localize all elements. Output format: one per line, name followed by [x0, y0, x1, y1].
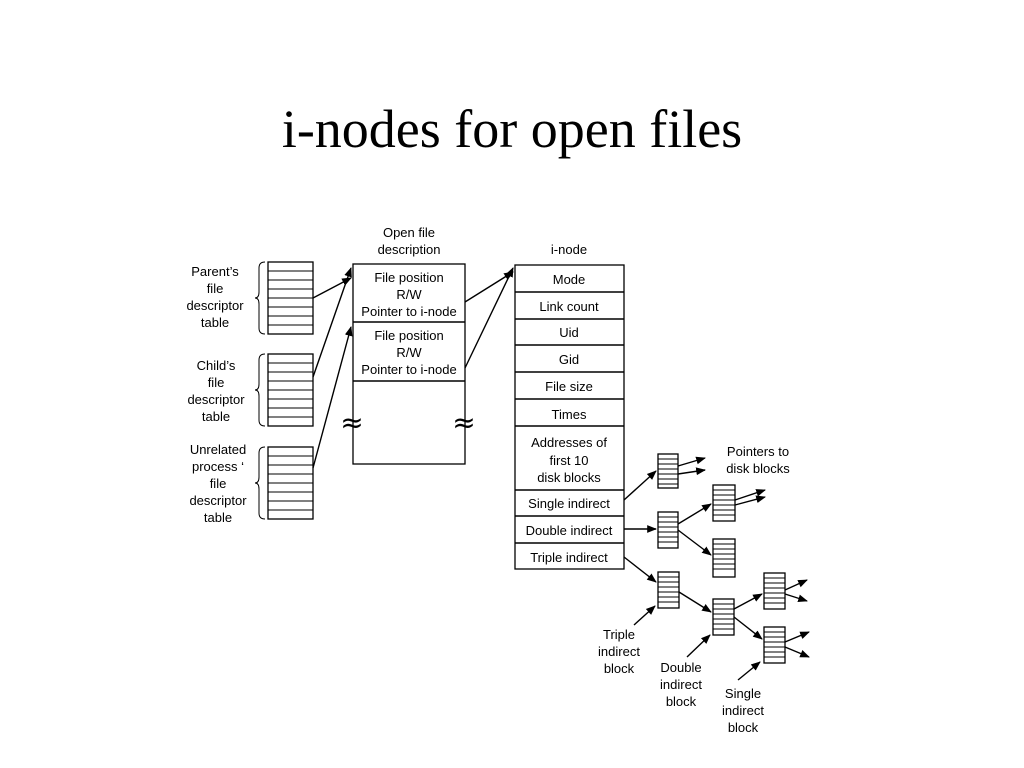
- inode-box: [514, 264, 625, 570]
- child-fd-label-line-4: table: [202, 409, 230, 424]
- double-indirect-block-2: [712, 598, 735, 636]
- triple-indirect-arrow: [623, 556, 657, 583]
- unrelated-fd-label-line-5: table: [204, 510, 232, 525]
- child-fd-label-line-3: descriptor: [187, 392, 245, 407]
- inode-field-times: Times: [552, 407, 587, 422]
- single-indirect-block-3: [712, 538, 736, 578]
- open-file-table-box: [352, 263, 466, 465]
- double-block-label-line-3: block: [666, 694, 697, 709]
- double-to-single-arrow-2: [677, 529, 712, 556]
- entry-2-pointer: Pointer to i-node: [361, 362, 456, 377]
- slide-title: i-nodes for open files: [281, 99, 743, 159]
- pointer-arrow-2: [677, 467, 706, 476]
- inode-field-uid: Uid: [559, 325, 579, 340]
- approx-symbol-left: ≈: [340, 406, 363, 439]
- double-indirect-block: [657, 511, 679, 549]
- single-indirect-block-top: [657, 453, 679, 489]
- inode-heading: i-node: [551, 242, 587, 257]
- inode-field-mode: Mode: [553, 272, 586, 287]
- pointer-arrow-7: [784, 631, 810, 643]
- open-file-heading-line-1: Open file: [383, 225, 435, 240]
- entry-1-to-inode-arrow: [464, 271, 514, 303]
- child-fd-label-line-2: file: [208, 375, 225, 390]
- unrelated-fd-table: Unrelated process ‘ file descriptor tabl…: [189, 442, 314, 525]
- child-fd-brace: [254, 353, 266, 427]
- inode-dividers: [515, 291, 624, 544]
- single-callout-arrow: [737, 661, 761, 681]
- parent-fd-rows: [268, 270, 313, 326]
- single-block-label-line-1: Single: [725, 686, 761, 701]
- inode-addresses-line-3: disk blocks: [537, 470, 601, 485]
- indirect-blocks: Pointers to disk blocks: [623, 444, 810, 664]
- open-file-description-table: Open file description File position R/W …: [340, 225, 476, 465]
- pointer-arrow-8: [784, 646, 810, 658]
- pointers-label-line-2: disk blocks: [726, 461, 790, 476]
- triple-block-label-line-2: indirect: [598, 644, 640, 659]
- triple-callout-arrow: [633, 605, 656, 626]
- pointer-arrow-1: [677, 456, 706, 467]
- child-arrow: [312, 267, 352, 378]
- double-to-single-arrow-1: [677, 503, 712, 525]
- triple-block-label-line-1: Triple: [603, 627, 635, 642]
- entry-2-rw: R/W: [396, 345, 422, 360]
- unrelated-fd-rows: [268, 455, 313, 511]
- entry-1-pointer: Pointer to i-node: [361, 304, 456, 319]
- open-file-to-inode-arrows: [464, 267, 514, 369]
- inode-field-double-indirect: Double indirect: [526, 523, 613, 538]
- inode-field-gid: Gid: [559, 352, 579, 367]
- inode-addresses-line-1: Addresses of: [531, 435, 607, 450]
- triple-to-double-arrow: [678, 591, 712, 613]
- child-fd-rows: [268, 362, 313, 418]
- parent-fd-label-line-3: descriptor: [186, 298, 244, 313]
- parent-fd-label-line-1: Parent’s: [191, 264, 239, 279]
- parent-fd-table: Parent’s file descriptor table: [186, 261, 314, 335]
- unrelated-fd-label-line-2: process ‘: [192, 459, 244, 474]
- single-indirect-block-2: [712, 484, 736, 522]
- unrelated-fd-label-line-1: Unrelated: [190, 442, 246, 457]
- unrelated-arrow: [312, 326, 353, 469]
- single-block-label-line-3: block: [728, 720, 759, 735]
- fd-to-open-file-arrows: [312, 267, 353, 469]
- unrelated-fd-brace: [254, 446, 266, 520]
- double-block-label-line-2: indirect: [660, 677, 702, 692]
- open-file-heading-line-2: description: [378, 242, 441, 257]
- parent-fd-brace: [254, 261, 266, 335]
- inode-table: i-node Mode Link count Uid Gid File size…: [514, 242, 625, 570]
- inode-field-file-size: File size: [545, 379, 593, 394]
- parent-arrow: [312, 277, 352, 299]
- entry-1-file-position: File position: [374, 270, 443, 285]
- pointers-label-line-1: Pointers to: [727, 444, 789, 459]
- pointer-arrow-6: [784, 593, 808, 603]
- inode-field-link-count: Link count: [539, 299, 599, 314]
- child-fd-label-line-1: Child’s: [197, 358, 236, 373]
- single-indirect-arrow: [623, 470, 657, 501]
- block-callouts: Triple indirect block Double indirect bl…: [598, 605, 764, 735]
- pointer-arrow-5: [784, 579, 808, 591]
- unrelated-fd-label-line-4: descriptor: [189, 493, 247, 508]
- approx-symbol-right: ≈: [452, 406, 475, 439]
- single-indirect-block-4: [763, 572, 786, 610]
- pointer-arrow-3: [734, 489, 766, 501]
- single-block-label-line-2: indirect: [722, 703, 764, 718]
- inode-field-triple-indirect: Triple indirect: [530, 550, 608, 565]
- child-fd-table: Child’s file descriptor table: [187, 353, 314, 427]
- double-block-label-line-1: Double: [660, 660, 701, 675]
- inode-field-single-indirect: Single indirect: [528, 496, 610, 511]
- unrelated-fd-label-line-3: file: [210, 476, 227, 491]
- double-to-single-arrow-3: [733, 593, 763, 610]
- parent-fd-label-line-4: table: [201, 315, 229, 330]
- entry-2-to-inode-arrow: [464, 267, 514, 369]
- parent-fd-label-line-2: file: [207, 281, 224, 296]
- inode-addresses-line-2: first 10: [549, 453, 588, 468]
- double-callout-arrow: [686, 634, 711, 658]
- entry-1-rw: R/W: [396, 287, 422, 302]
- single-indirect-block-5: [763, 626, 786, 664]
- double-to-single-arrow-4: [733, 616, 763, 640]
- triple-indirect-block: [657, 571, 680, 609]
- entry-2-file-position: File position: [374, 328, 443, 343]
- pointer-arrow-4: [734, 495, 766, 506]
- triple-block-label-line-3: block: [604, 661, 635, 676]
